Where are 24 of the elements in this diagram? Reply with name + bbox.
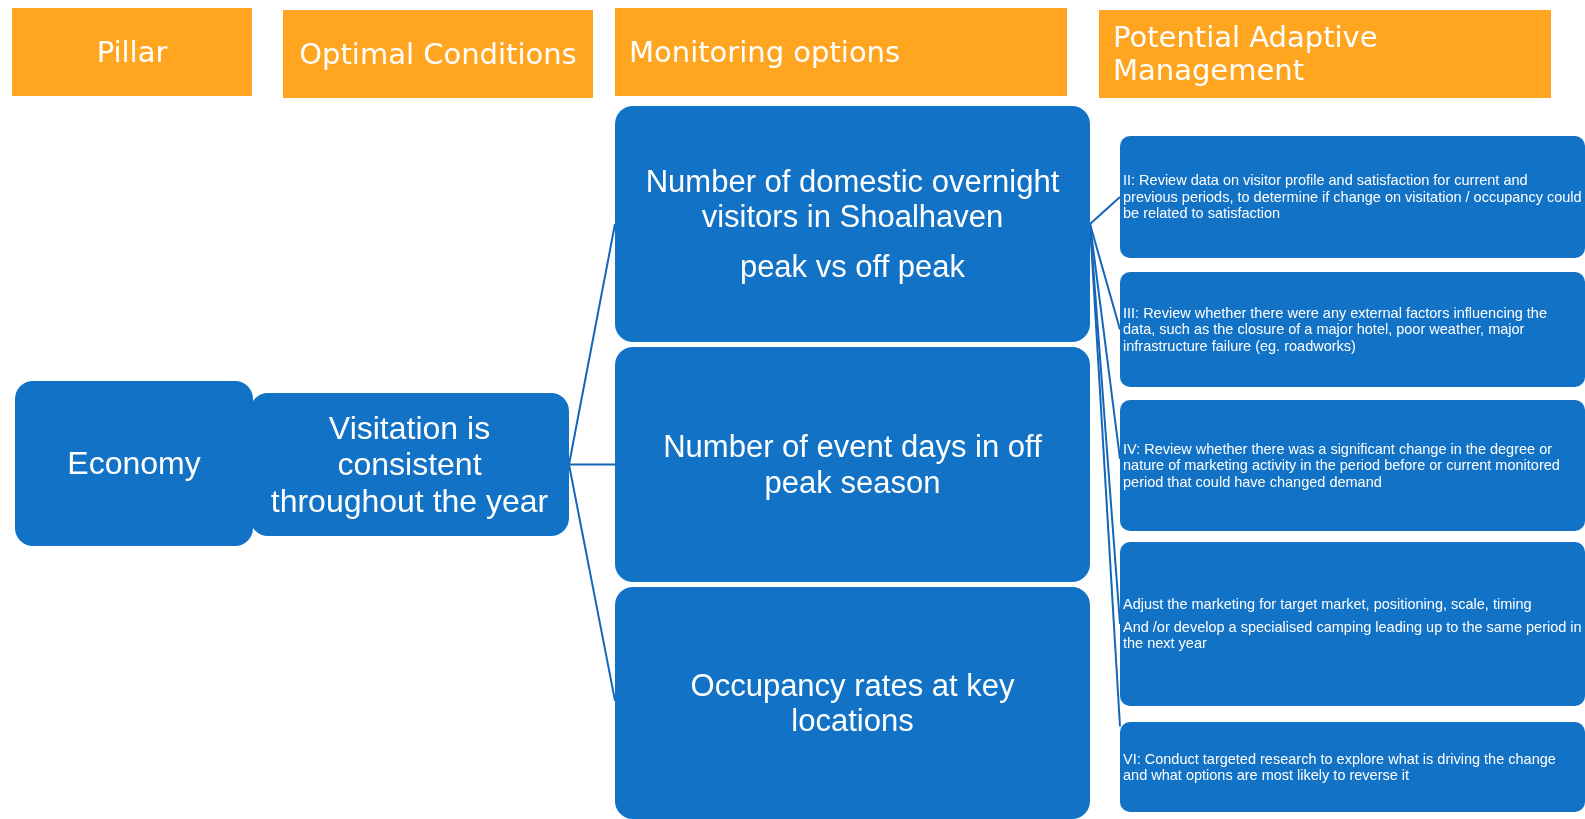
connector-line xyxy=(568,463,616,702)
column-header: Potential Adaptive Management xyxy=(1099,10,1551,98)
connector-line xyxy=(1089,196,1121,225)
action-text: Adjust the marketing for target market, positioning, scale, timing xyxy=(1123,596,1533,613)
process-box: Occupancy rates at key locations xyxy=(615,587,1090,819)
action-box: III: Review whether there were any external factors influencing the data, such as the closure of a major hotel, poor weather, major infrastructure failure (eg. roadworks) xyxy=(1120,272,1585,387)
box-text: Number of domestic overnight visitors in Shoalhaven xyxy=(644,164,1061,235)
column-header: Pillar xyxy=(12,8,252,96)
process-box xyxy=(615,106,1090,342)
process-box: Number of event days in off peak season xyxy=(615,347,1090,582)
connector-line xyxy=(1089,223,1121,728)
action-box: IV: Review whether there was a significant change in the degree or nature of marketing activity in the period before or current monitored period that could have changed demand xyxy=(1120,400,1585,531)
action-box xyxy=(1120,542,1585,706)
connector-line xyxy=(568,463,616,466)
action-box: II: Review data on visitor profile and satisfaction for current and previous periods, to determine if change on visitation / occupancy could be related to satisfaction xyxy=(1120,136,1585,258)
action-text: And /or develop a specialised camping leading up to the same period in the next year xyxy=(1123,618,1582,652)
box-text: peak vs off peak xyxy=(739,248,966,284)
action-box: VI: Conduct targeted research to explore what is driving the change and what options are most likely to reverse it xyxy=(1120,722,1585,812)
column-header: Optimal Conditions xyxy=(283,10,593,98)
process-box: Economy xyxy=(15,381,253,546)
connector-line xyxy=(1089,223,1121,331)
column-header: Monitoring options xyxy=(615,8,1067,96)
process-box: Visitation is consistent throughout the year xyxy=(250,393,569,536)
connector-line xyxy=(568,223,616,466)
